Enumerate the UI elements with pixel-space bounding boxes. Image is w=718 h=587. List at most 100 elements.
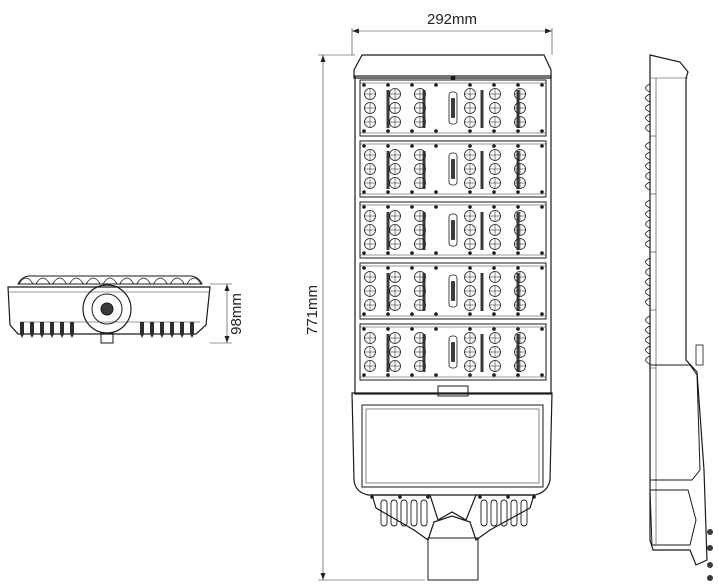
led-lens xyxy=(364,163,376,175)
module-screw xyxy=(540,373,544,377)
module-screw xyxy=(468,327,472,331)
module-screw xyxy=(492,83,496,87)
front-pole-clamp xyxy=(371,494,535,541)
front-driver-cover xyxy=(361,404,544,488)
cooling-fin xyxy=(70,322,74,338)
module-screw xyxy=(410,129,414,133)
led-lens xyxy=(489,285,501,297)
led-lens xyxy=(514,163,526,175)
cooling-fin xyxy=(180,322,184,338)
led-module xyxy=(359,201,547,259)
module-screw xyxy=(386,205,390,209)
led-lens xyxy=(489,299,501,311)
module-screw xyxy=(516,312,520,316)
led-lens xyxy=(389,332,401,344)
module-screw xyxy=(434,251,438,255)
module-screw xyxy=(516,251,520,255)
led-lens xyxy=(464,88,476,100)
module-screw xyxy=(410,205,414,209)
led-lens xyxy=(389,177,401,189)
led-lens xyxy=(414,360,426,372)
led-lens xyxy=(414,271,426,283)
led-lens xyxy=(389,102,401,114)
module-screw xyxy=(492,129,496,133)
module-screw xyxy=(468,312,472,316)
module-screw xyxy=(434,144,438,148)
led-lens xyxy=(464,163,476,175)
fin-screw xyxy=(398,495,402,499)
led-lens xyxy=(414,149,426,161)
front-top-cap xyxy=(353,54,552,79)
led-lens xyxy=(364,102,376,114)
width-label: 292mm xyxy=(427,11,477,28)
cooling-fin xyxy=(40,322,44,338)
side-led-bump xyxy=(645,239,651,249)
module-screw xyxy=(492,251,496,255)
led-lens xyxy=(514,285,526,297)
led-bump xyxy=(52,277,67,285)
module-screw xyxy=(386,251,390,255)
module-screw xyxy=(468,83,472,87)
led-lens xyxy=(464,116,476,128)
side-led-bump xyxy=(645,171,651,181)
cooling-fin xyxy=(190,322,194,338)
module-screw xyxy=(492,144,496,148)
cooling-fin xyxy=(140,322,144,338)
bottom-fin xyxy=(420,499,428,527)
module-screw xyxy=(386,144,390,148)
led-lens xyxy=(364,177,376,189)
led-lens xyxy=(414,88,426,100)
led-lens xyxy=(364,360,376,372)
module-screw xyxy=(492,312,496,316)
module-screw xyxy=(410,266,414,270)
led-lens xyxy=(364,346,376,358)
module-screw xyxy=(492,190,496,194)
led-lens xyxy=(489,163,501,175)
led-lens xyxy=(389,271,401,283)
module-screw xyxy=(516,190,520,194)
front-pole-stub xyxy=(427,537,479,581)
module-screw xyxy=(362,327,366,331)
side-led-bump xyxy=(645,93,651,103)
module-screw xyxy=(516,266,520,270)
end-view-pole-socket xyxy=(82,284,132,344)
led-lens xyxy=(389,224,401,236)
module-center-strip xyxy=(448,335,458,369)
module-screw xyxy=(540,312,544,316)
led-module xyxy=(359,79,547,137)
module-center-strip xyxy=(448,91,458,125)
led-lens xyxy=(464,346,476,358)
led-lens xyxy=(414,332,426,344)
bottom-fin xyxy=(410,499,418,527)
led-lens xyxy=(389,88,401,100)
led-lens xyxy=(514,102,526,114)
bottom-fin xyxy=(500,499,508,527)
led-bump xyxy=(69,277,84,285)
module-screw xyxy=(492,327,496,331)
led-lens xyxy=(364,238,376,250)
side-led-bump xyxy=(645,325,651,335)
module-center-strip xyxy=(448,152,458,186)
led-bump xyxy=(18,277,34,285)
module-screw xyxy=(434,190,438,194)
led-lens xyxy=(464,271,476,283)
module-screw xyxy=(362,266,366,270)
led-lens xyxy=(489,102,501,114)
module-screw xyxy=(410,312,414,316)
led-lens xyxy=(389,285,401,297)
led-lens xyxy=(514,238,526,250)
led-lens xyxy=(489,116,501,128)
module-screw xyxy=(516,83,520,87)
module-screw xyxy=(434,129,438,133)
module-screw xyxy=(540,83,544,87)
module-screw xyxy=(386,129,390,133)
led-lens xyxy=(364,210,376,222)
module-screw xyxy=(492,373,496,377)
module-screw xyxy=(362,83,366,87)
led-lens xyxy=(414,102,426,114)
led-bump xyxy=(136,277,151,285)
bottom-fin xyxy=(480,499,488,527)
led-lens xyxy=(514,332,526,344)
module-screw xyxy=(362,205,366,209)
led-lens xyxy=(514,299,526,311)
